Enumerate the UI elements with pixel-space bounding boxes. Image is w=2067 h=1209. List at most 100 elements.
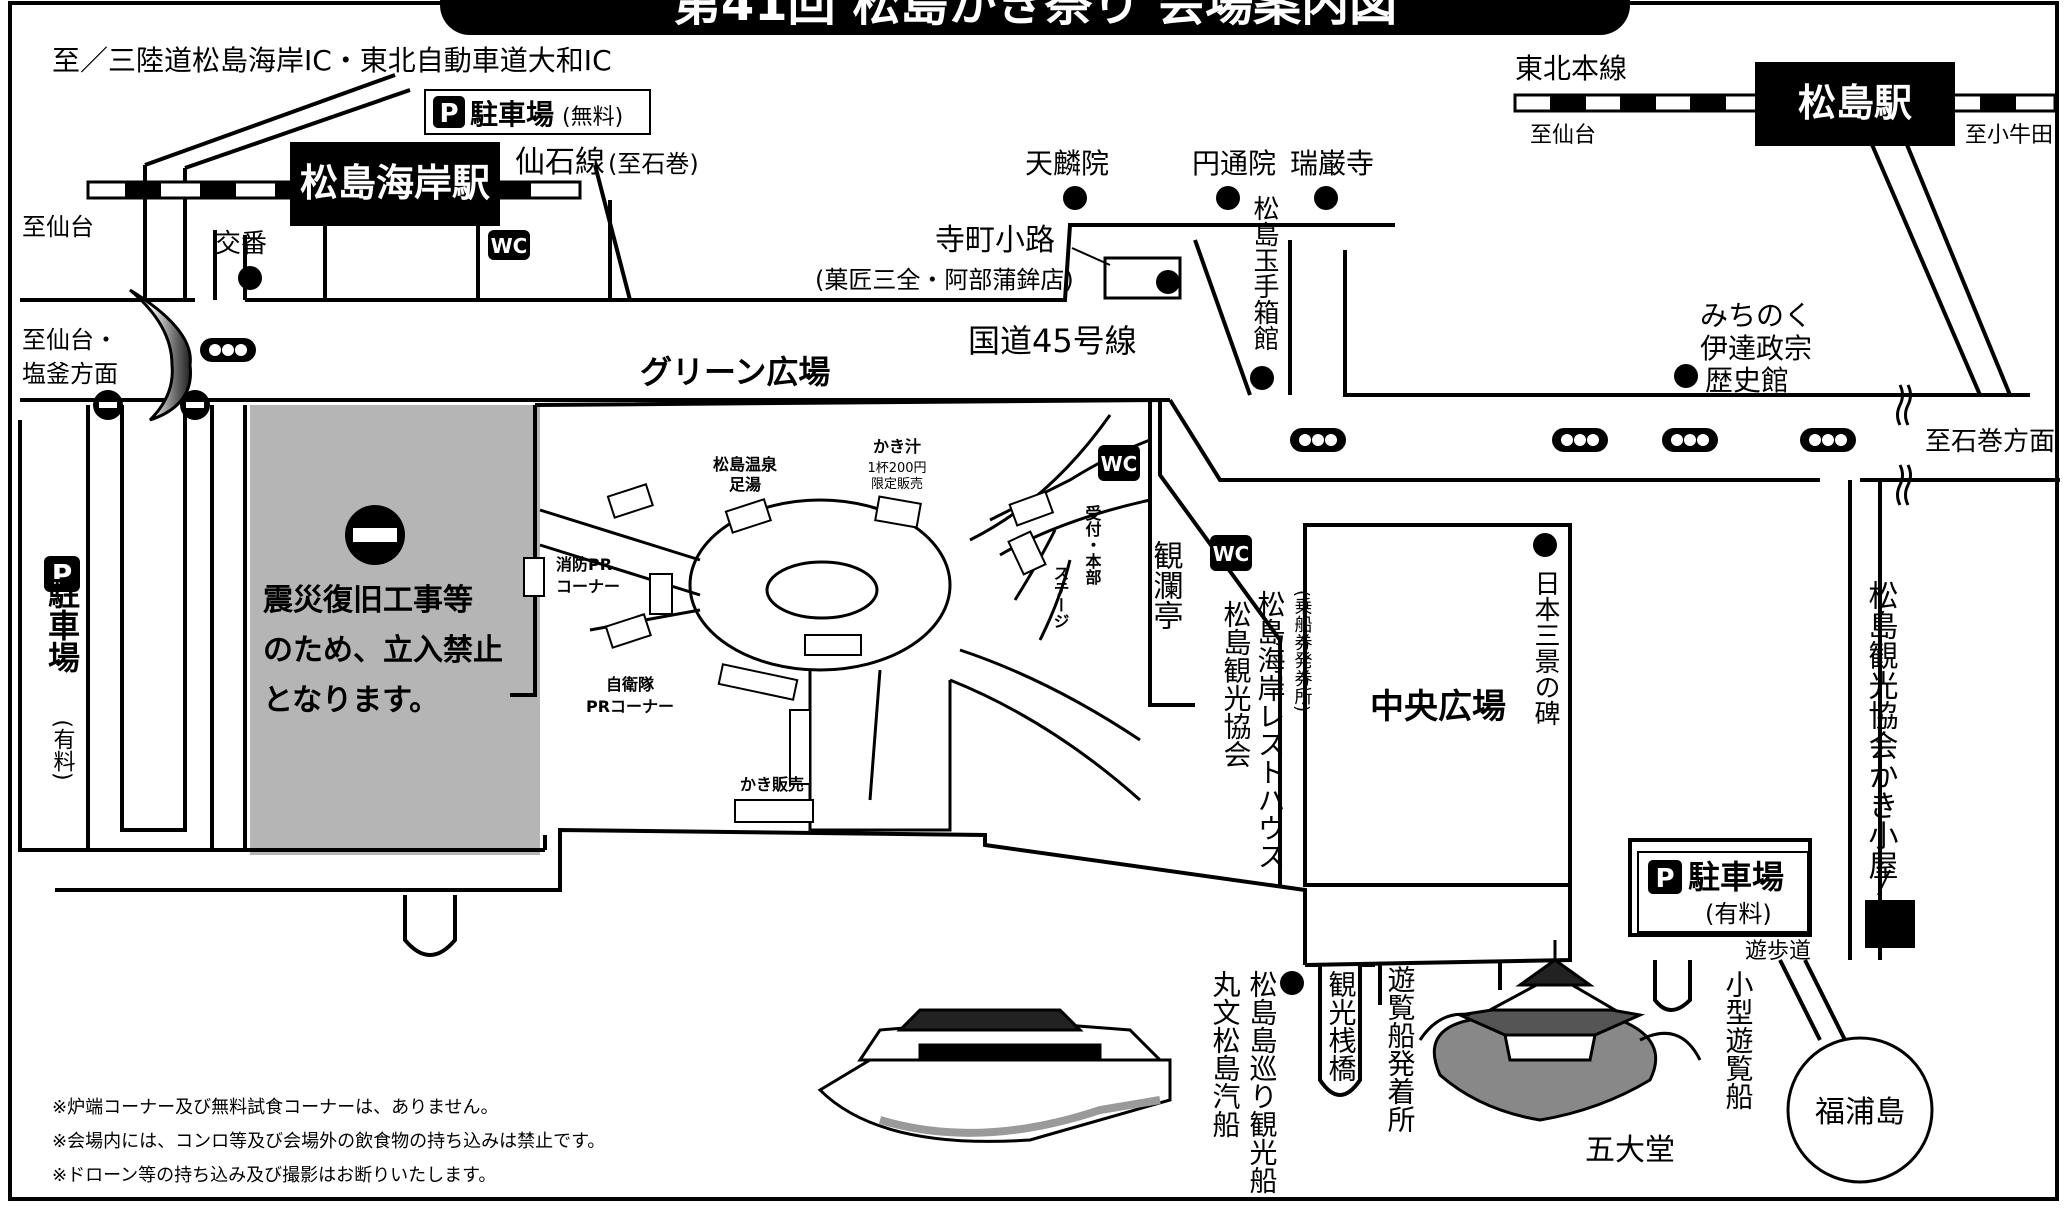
traffic-signal-icon [1662,428,1718,452]
kankoran-label: 観瀾亭 [1148,540,1184,630]
title-banner: 第41回 松島かき祭り 会場案内図 [440,0,1630,35]
parking-icon: P [52,558,73,591]
teramachi-label: 寺町小路 [935,223,1055,258]
ashiyu-line-2: 足湯 [729,475,761,494]
svg-text:(有料): (有料) [1705,900,1772,928]
tamatebako-label: 松島玉手箱館 [1249,195,1279,351]
rest-house-label: 松島海岸レストハウス [1254,590,1287,870]
to-sendai-shiogama-2: 塩釜方面 [22,360,118,388]
restricted-line-3: となります。 [263,683,439,718]
note-2: ※会場内には、コンロ等及び会場外の飲食物の持ち込みは禁止です。 [52,1131,605,1152]
tohoku-line-label: 東北本線 [1515,52,1627,85]
to-kogota-label: 至小牛田 [1965,123,2053,148]
landmark-markers [238,186,1698,995]
svg-text:駐車場: 駐車場 [1688,858,1784,896]
svg-text:(有料): (有料) [50,719,76,780]
promenade-label: 遊歩道 [1745,939,1811,964]
matsushima-station-box [1755,62,1955,146]
kakijiru-price-1: 1杯200円 [867,461,926,476]
svg-text:WC: WC [491,234,528,258]
svg-text:駐車場: 駐車場 [43,577,81,674]
pedestrian-signal-icon [180,390,210,420]
to-sendai-tohoku-label: 至仙台 [1530,123,1596,148]
parking-icon: P [439,99,458,129]
to-ic-label: 至／三陸道松島海岸IC・東北自動車道大和IC [52,44,612,77]
fukuura-label: 福浦島 [1815,1095,1905,1130]
senseki-line-label: 仙石線 [515,145,605,180]
parking-right-sign: P 駐車場 (有料) [1637,851,1809,933]
fire-pr-1: 消防PR [556,555,612,574]
wc-icon: WC [1098,445,1140,481]
svg-text:WC: WC [1101,452,1138,476]
to-sendai-shiogama-1: 至仙台・ [22,326,118,354]
restricted-area [250,405,540,855]
ashiyu-line-1: 松島温泉 [713,455,778,474]
stage-label: ステージ [1051,565,1070,629]
kanko-kyokai-label: 松島観光協会 [1220,600,1253,768]
senseki-railway: 松島海岸駅 [86,142,582,226]
road-break-marks [1896,384,1912,506]
kaki-sales-label: かき販売 [740,775,804,794]
tunnel [129,288,192,422]
central-roundabout [688,498,952,672]
kakijiru-label: かき汁 [873,437,921,456]
senseki-dest-label: (至石巻) [608,150,699,178]
small-yuransen-label: 小型遊覧船 [1722,970,1755,1110]
restricted-line-2: のため、立入禁止 [263,633,503,668]
central-plaza-label: 中央広場 [1370,687,1506,727]
michinoku-2: 伊達政宗 [1700,332,1812,365]
sdf-pr-2: PRコーナー [586,697,674,716]
svg-text:WC: WC [1213,542,1250,566]
tour-boat-illustration [817,1008,1172,1143]
svg-text:駐車場: 駐車場 [470,98,554,131]
to-ishinomaki-label: 至石巻方面 [1925,427,2055,457]
teramachi-box [1103,256,1182,300]
koban-label: 交番 [215,229,267,259]
parking-left-sign: P 駐車場 (有料) [43,556,81,781]
sdf-pr-1: 自衛隊 [606,675,655,694]
michinoku-3: 歴史館 [1705,364,1789,397]
traffic-signal-icon [200,338,256,362]
marubun-label: 丸文松島汽船 [1209,970,1242,1138]
green-plaza-label: グリーン広場 [640,353,830,391]
route45-label: 国道45号線 [968,322,1137,360]
traffic-signal-icon [1290,428,1346,452]
tohoku-railway: 松島駅 [1513,62,2057,146]
junko-boat-label: 松島島巡り観光船 [1246,970,1279,1194]
traffic-signal-icon [1552,428,1608,452]
kaki-koya-label: 松島観光協会かき小屋 [1863,580,1899,880]
michinoku-1: みちのく [1700,299,1812,332]
matsushima-kaigan-station-box [290,142,500,226]
to-sendai-left-label: 至仙台 [22,213,94,241]
matsushima-kaigan-station-label: 松島海岸駅 [300,161,490,205]
note-1: ※炉端コーナー及び無料試食コーナーは、ありません。 [52,1097,499,1118]
ticket-office-label: (乗船券発券所) [1292,590,1313,712]
no-entry-icon [345,505,405,565]
traffic-signals [93,338,1856,452]
nihon-sankei-label: 日本三景の碑 [1530,570,1560,726]
teramachi-shops-label: (菓匠三全・阿部蒲鉾店) [815,266,1074,294]
restricted-line-1: 震災復旧工事等 [263,583,473,618]
yuransen-terminal-label: 遊覧船発着所 [1384,965,1417,1133]
pedestrian-signal-icon [93,390,123,420]
fukuura-island [1786,1036,1934,1184]
uketsuke-label: 受付・本部 [1083,504,1102,586]
sanbashi-label: 観光桟橋 [1325,970,1358,1082]
parking-free-sign: P 駐車場 (無料) [424,89,651,135]
center-island [765,560,879,620]
map-title: 第41回 松島かき祭り 会場案内図 [673,0,1397,32]
kaki-koya-marker [1865,900,1915,948]
entsuin-label: 円通院 [1192,147,1276,180]
svg-text:(無料): (無料) [562,105,623,130]
wc-icon: WC [488,230,530,260]
kakijiru-price-2: 限定販売 [871,476,923,492]
venue-booths [523,483,1055,823]
zuiganji-label: 瑞巌寺 [1290,147,1374,180]
parking-icon: P [1655,864,1674,894]
note-3: ※ドローン等の持ち込み及び撮影はお断りいたします。 [52,1165,496,1186]
matsushima-station-label: 松島駅 [1798,81,1912,125]
labels: 至／三陸道松島海岸IC・東北自動車道大和IC 仙石線 (至石巻) 至仙台 交番 … [22,44,2055,1194]
road-network [18,73,2060,1097]
